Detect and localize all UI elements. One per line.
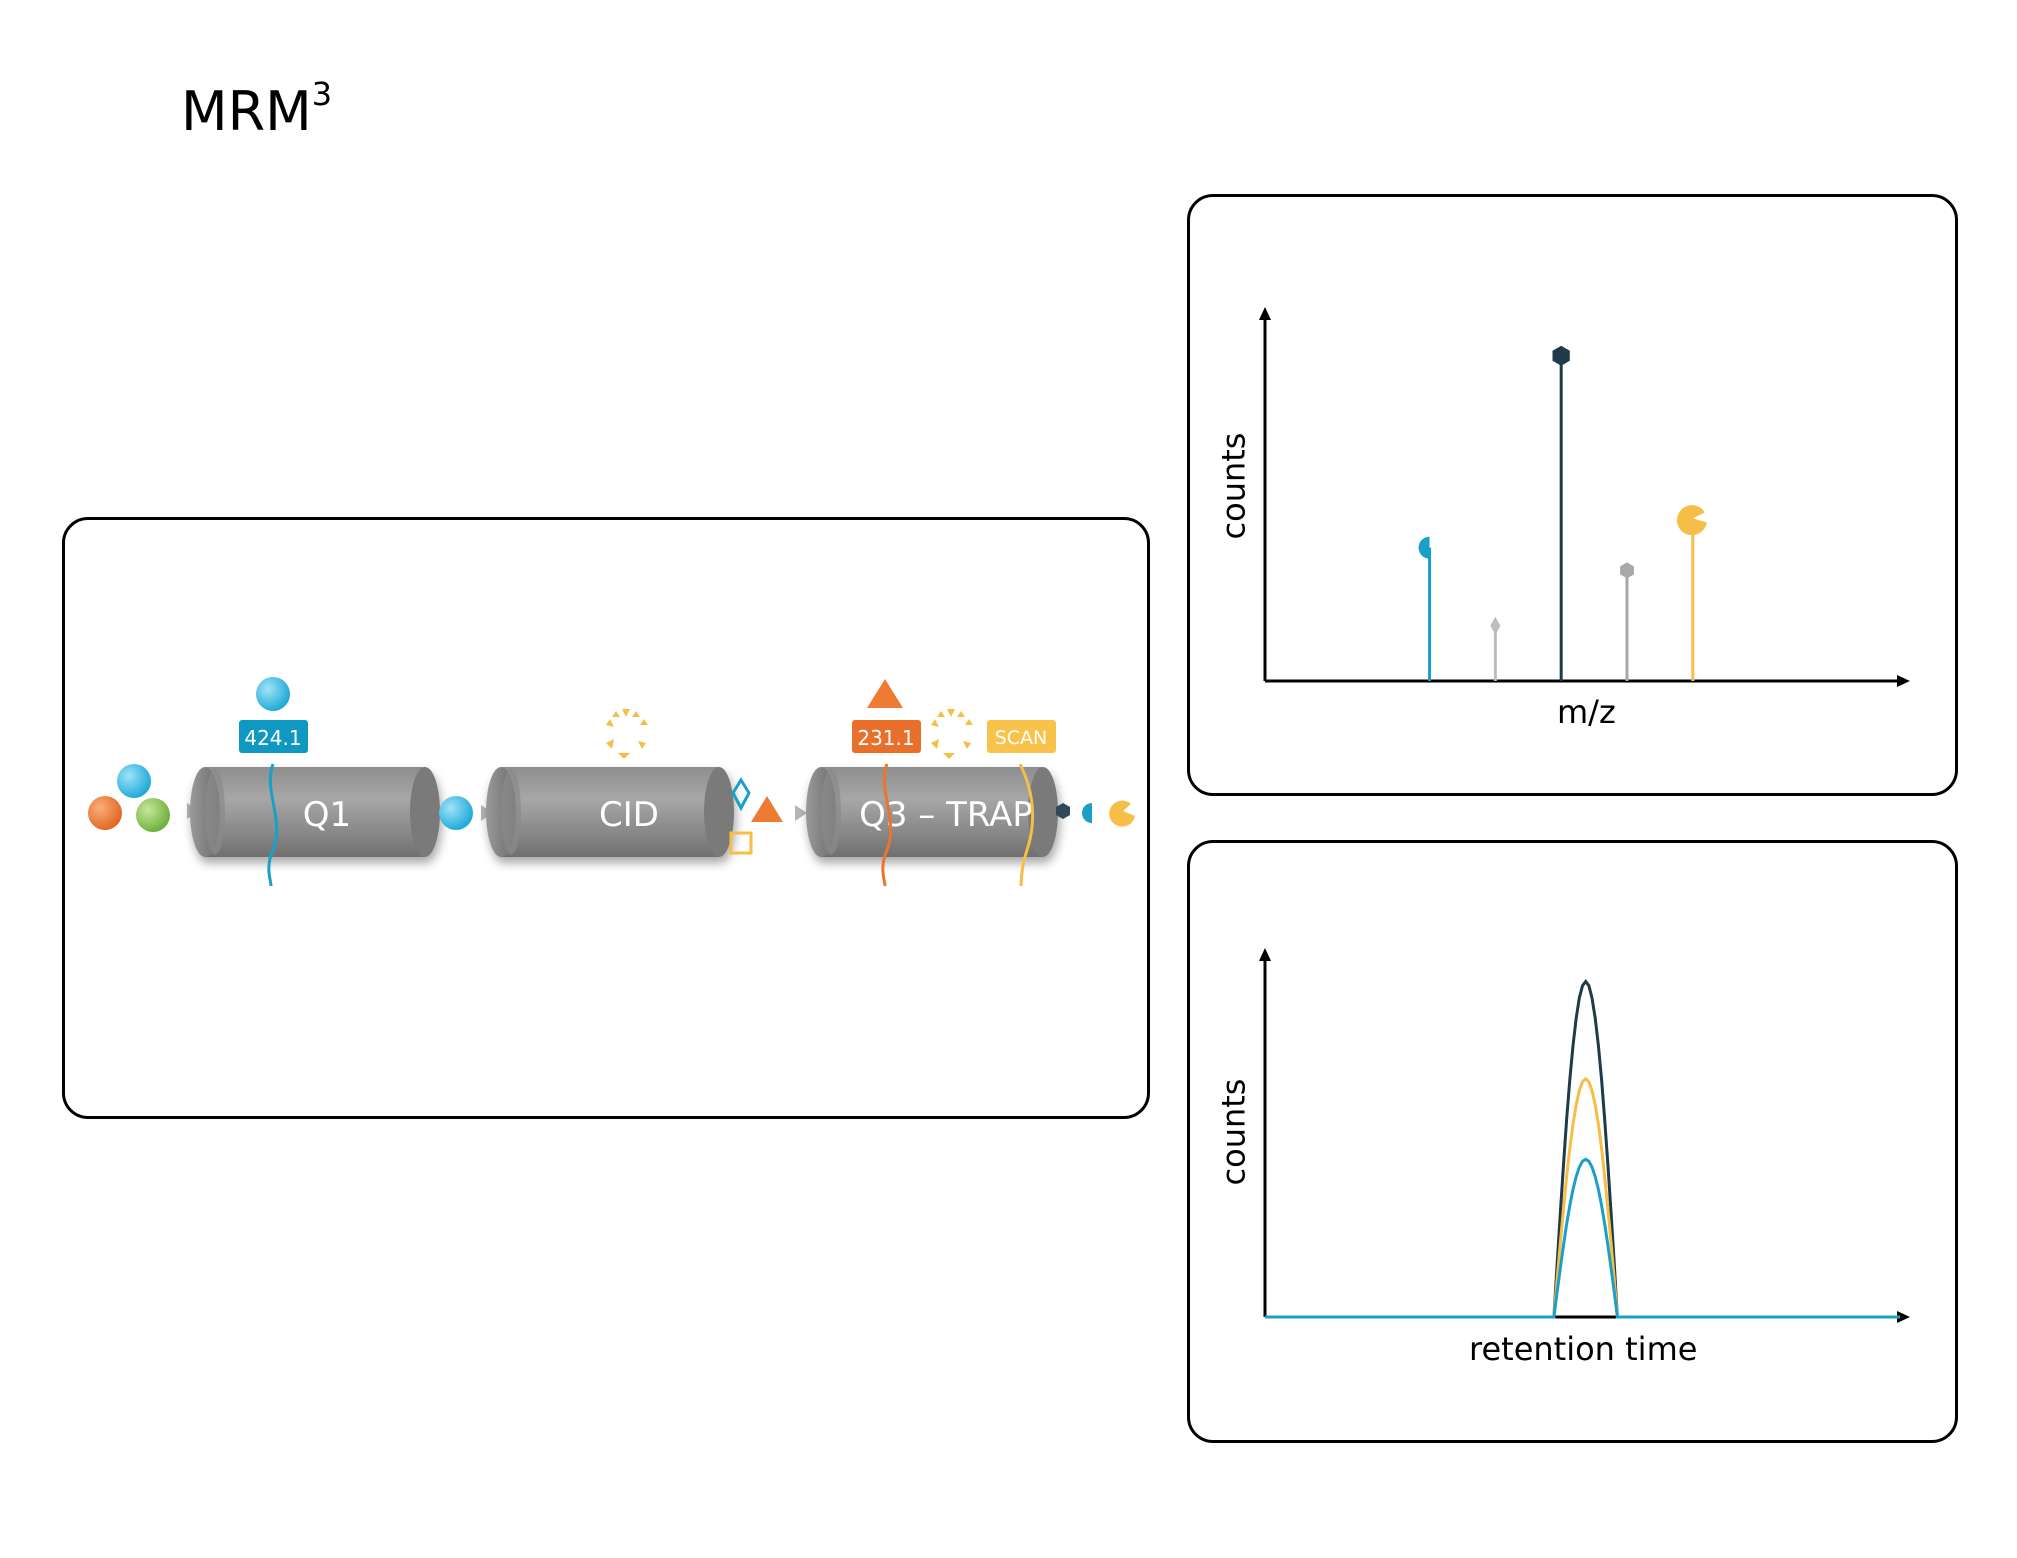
scan-tag-label: SCAN: [995, 727, 1048, 749]
q3-trap-label: Q3 – TRAP: [859, 795, 1033, 835]
q3-selected-fragment-icon: [867, 679, 903, 708]
q3-trap-cylinder: [806, 767, 1058, 857]
arrow-icon: [795, 805, 807, 821]
fragment-square-icon: [729, 831, 753, 855]
q1-tag: [239, 720, 308, 753]
instrument-panel: Q1 424.1 CID: [62, 517, 1150, 1119]
chromatogram-panel: retention time counts: [1187, 840, 1958, 1443]
q3-selection-line: [881, 763, 893, 887]
title-main: MRM: [181, 80, 312, 143]
spectrum-y-label: counts: [1214, 432, 1253, 540]
q1-selected-ion-icon: [256, 677, 290, 711]
product-halfcircle-icon: [1082, 803, 1092, 823]
q1-label: Q1: [303, 795, 351, 835]
q3-tag-label: 231.1: [857, 726, 914, 750]
spectrum-x-arrow-icon: [1897, 675, 1910, 687]
ion-blue-icon: [117, 764, 151, 798]
ion-green-icon: [136, 798, 170, 832]
q3-tag: [852, 720, 921, 753]
trap-scan-line: [1018, 763, 1035, 887]
product-hexagon-icon: [1056, 803, 1070, 819]
collision-gas-icon: [606, 709, 648, 759]
page-title: MRM3: [181, 75, 332, 143]
spectrum-marker-3-icon: [1552, 345, 1570, 366]
chrom-trace-2: [1265, 1076, 1900, 1319]
fragment-diamond-icon: [731, 777, 751, 812]
chrom-y-label: counts: [1214, 1078, 1253, 1186]
trap-collision-gas-icon: [931, 709, 973, 759]
q1-cylinder: [190, 767, 440, 857]
ion-orange-icon: [88, 796, 122, 830]
cid-label: CID: [599, 795, 659, 835]
chrom-y-arrow-icon: [1259, 948, 1271, 961]
chrom-x-arrow-icon: [1897, 1311, 1910, 1323]
spectrum-marker-4-icon: [1620, 562, 1634, 579]
q1-selection-line: [267, 763, 279, 887]
spectrum-marker-1-icon: [1418, 536, 1430, 559]
spectrum-marker-2-icon: [1490, 616, 1501, 635]
fragment-triangle-icon: [751, 796, 783, 822]
cid-cylinder: [486, 767, 734, 857]
spectrum-x-label: m/z: [1557, 693, 1616, 731]
q1-tag-label: 424.1: [244, 726, 301, 750]
instrument-diagram: Q1 424.1 CID: [88, 677, 1135, 887]
scan-tag: [987, 720, 1056, 753]
title-superscript: 3: [311, 75, 333, 113]
q1-output-ion-icon: [439, 796, 473, 830]
product-pacman-icon: [1109, 800, 1135, 827]
spectrum-y-arrow-icon: [1259, 307, 1271, 320]
spectrum-marker-5-icon: [1676, 505, 1707, 536]
spectrum-panel: m/z counts: [1187, 194, 1958, 796]
chrom-trace-3: [1265, 1157, 1900, 1319]
chromatogram-chart: [1259, 948, 1910, 1323]
spectrum-chart: [1259, 307, 1910, 687]
chrom-x-label: retention time: [1469, 1330, 1698, 1368]
chrom-trace-1: [1265, 979, 1900, 1319]
